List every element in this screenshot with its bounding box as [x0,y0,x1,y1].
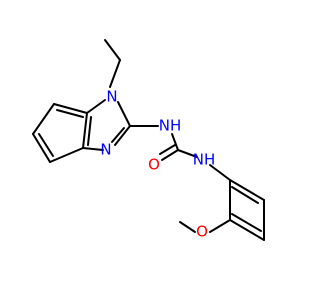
bond [56,109,84,118]
bond [32,103,55,135]
bond [159,144,176,155]
atom-labels: N N NH NH O O [100,88,215,241]
bond [32,133,51,163]
bond [38,133,54,157]
bond [49,147,84,163]
atom-label-n1: N [106,88,117,106]
bond [82,112,88,149]
bond [229,179,265,201]
imidazole-ring [82,99,131,151]
bond [177,149,198,158]
bond [229,219,265,241]
methoxy-group [179,219,231,233]
atom-label-n3: N [100,141,111,159]
bond [161,149,179,161]
bond [171,133,179,151]
bond [111,127,125,143]
atom-label-nh-a: NH [159,117,182,135]
bond [87,116,92,146]
ethyl-group [104,39,121,88]
bond [82,147,104,151]
bond [109,59,121,88]
urea-linker [129,125,198,161]
benzo-ring [32,103,92,163]
methoxyphenyl-ring [209,164,265,241]
bond [231,213,262,232]
bond [114,125,131,146]
atom-label-carbonyl-oxygen: O [148,156,160,174]
bond [104,39,121,61]
atom-label-methoxy-oxygen: O [196,223,208,241]
atom-label-nh-b: NH [193,151,216,169]
bond [179,221,196,233]
bond [209,164,231,181]
structure-svg: N N NH NH O O [32,39,265,241]
bond [209,219,231,233]
bond [53,103,88,114]
bond [86,99,106,114]
bond [231,186,259,204]
bond [117,101,131,127]
molecule-diagram: N N NH NH O O [32,39,265,241]
